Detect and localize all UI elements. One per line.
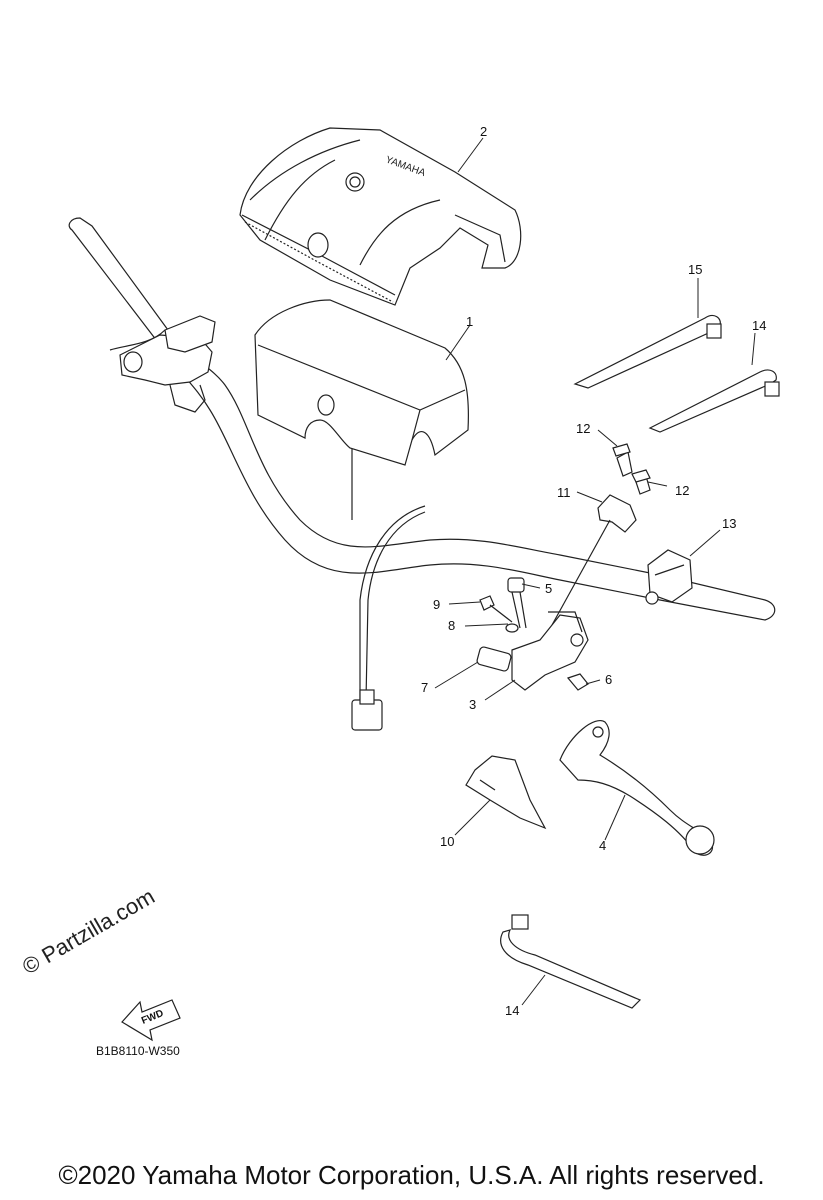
lever-holder-clamp: [645, 549, 693, 605]
switch-cable: [351, 448, 426, 731]
callout-14-lower: 14: [505, 1003, 519, 1018]
callout-10: 10: [440, 834, 454, 849]
cable-tie-14-upper: [648, 369, 780, 433]
callout-9: 9: [433, 597, 440, 612]
cable-tie-14-lower: [500, 914, 642, 1009]
lever-holder-assembly: [476, 577, 589, 691]
callout-7: 7: [421, 680, 428, 695]
callout-11: 11: [557, 485, 571, 500]
callout-14-upper: 14: [752, 318, 766, 333]
copyright-notice: ©2020 Yamaha Motor Corporation, U.S.A. A…: [58, 1160, 765, 1190]
callout-8: 8: [448, 618, 455, 633]
callout-15: 15: [688, 262, 702, 277]
callout-5: 5: [545, 581, 552, 596]
callout-6: 6: [605, 672, 612, 687]
callout-1: 1: [466, 314, 473, 329]
callout-3: 3: [469, 697, 476, 712]
diagram-code: B1B8110-W350: [96, 1044, 180, 1058]
callout-12-right: 12: [675, 483, 689, 498]
handlebar-pad: [254, 299, 469, 466]
cable-tie-15: [573, 314, 722, 389]
fwd-arrow-icon: FWD: [121, 999, 181, 1042]
callout-4: 4: [599, 838, 606, 853]
clutch-lever: [559, 720, 715, 856]
partzilla-watermark: © Partzilla.com: [18, 884, 159, 980]
leader-lines: [434, 137, 756, 1006]
lever-cover: [465, 755, 547, 830]
callout-13: 13: [722, 516, 736, 531]
cable-bracket: [551, 443, 651, 626]
handlebar: [68, 217, 776, 621]
pad-cover: YAMAHA: [239, 127, 522, 306]
callout-labels: 2 1 15 14 12 12 11 13 5 9 8 7 3 6 10 4 1…: [421, 124, 766, 1018]
callout-12-left: 12: [576, 421, 590, 436]
callout-2: 2: [480, 124, 487, 139]
